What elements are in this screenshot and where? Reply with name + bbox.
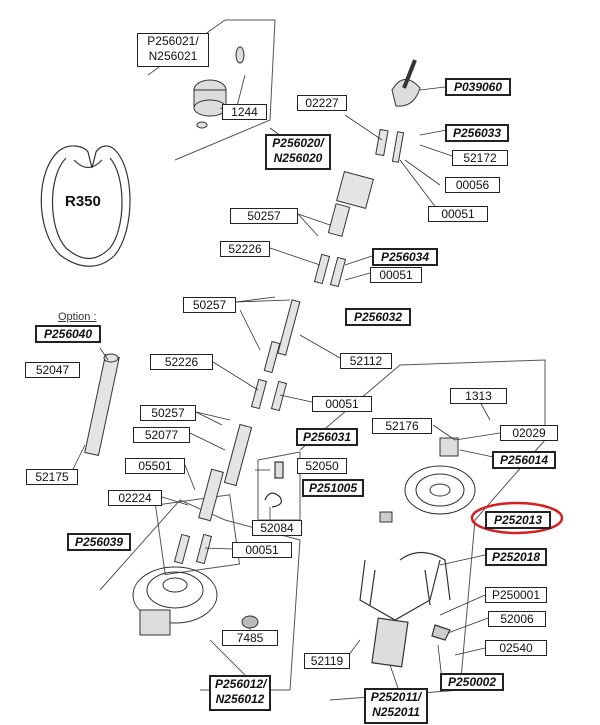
profile-label: R350 <box>65 193 101 210</box>
part-label-p256034: P256034 <box>372 248 438 266</box>
handle-part <box>391 59 421 107</box>
part-label-p252011: P252011/ N252011 <box>364 688 428 724</box>
right-frame-base <box>359 551 451 668</box>
part-label-00056-a: 00056 <box>445 177 500 193</box>
part-label-02540: 02540 <box>485 640 547 656</box>
right-spool-part <box>379 437 476 523</box>
part-label-00051-c: 00051 <box>312 396 372 412</box>
part-label-52226-a: 52226 <box>220 241 270 257</box>
part-label-p256020: P256020/ N256020 <box>265 134 331 170</box>
part-label-p250002: P250002 <box>440 673 504 691</box>
part-label-p256012: P256012/ N256012 <box>209 675 271 711</box>
part-label-p256031: P256031 <box>296 428 358 446</box>
part-label-00051-d: 00051 <box>232 542 292 558</box>
part-label-52084: 52084 <box>252 520 302 536</box>
part-label-1313: 1313 <box>450 388 507 404</box>
part-label-52119: 52119 <box>304 653 350 669</box>
part-label-p039060: P039060 <box>445 78 511 96</box>
top-bearing-part <box>193 46 245 129</box>
part-label-p256032: P256032 <box>345 308 411 326</box>
highlight-ellipse <box>470 501 564 535</box>
part-label-p251005: P251005 <box>302 479 364 497</box>
part-label-05501: 05501 <box>125 458 185 474</box>
left-spool-part <box>132 566 259 636</box>
option-label: Option : <box>58 311 97 323</box>
part-label-52077: 52077 <box>133 427 190 443</box>
part-label-p256021: P256021/ N256021 <box>137 33 209 67</box>
part-label-52112: 52112 <box>340 353 392 369</box>
central-shaft <box>173 128 405 565</box>
part-label-02227: 02227 <box>297 95 347 111</box>
part-label-7485: 7485 <box>222 630 278 646</box>
part-label-02029: 02029 <box>500 425 558 441</box>
part-label-p252013[interactable]: P252013 <box>485 511 551 529</box>
part-label-52176: 52176 <box>372 418 432 434</box>
pawl-spring-part <box>264 461 284 508</box>
part-label-52175: 52175 <box>26 469 78 485</box>
r350-profile <box>40 145 131 267</box>
part-label-50257-c: 50257 <box>140 405 196 421</box>
part-label-p256040: P256040 <box>35 325 101 343</box>
part-label-50257-a: 50257 <box>230 208 298 224</box>
part-label-p256039: P256039 <box>67 533 131 551</box>
part-label-00051-b: 00051 <box>370 267 422 283</box>
part-label-52226-b: 52226 <box>150 354 213 370</box>
part-label-52050: 52050 <box>297 458 347 474</box>
part-label-p250001: P250001 <box>485 587 547 603</box>
leader-lines <box>69 74 501 689</box>
option-shaft-part <box>84 353 120 456</box>
part-label-02224: 02224 <box>108 490 162 506</box>
part-label-52047: 52047 <box>25 362 80 378</box>
part-label-p256033: P256033 <box>445 124 509 142</box>
part-label-52006: 52006 <box>488 611 546 627</box>
part-label-p252018: P252018 <box>485 548 547 566</box>
part-label-1244: 1244 <box>222 104 267 120</box>
part-label-00051-a: 00051 <box>428 206 488 222</box>
part-label-50257-b: 50257 <box>183 297 236 313</box>
part-label-p256014: P256014 <box>492 451 556 469</box>
frame-256039 <box>154 494 241 576</box>
part-label-52172: 52172 <box>452 150 508 166</box>
